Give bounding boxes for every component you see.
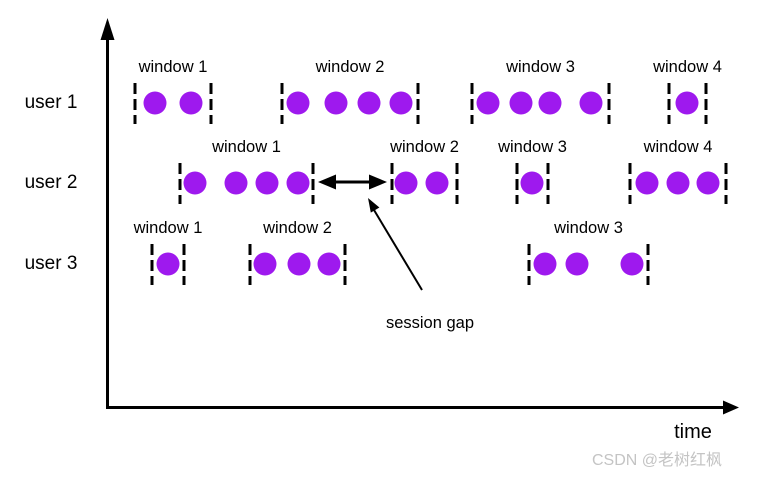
event-dot xyxy=(579,91,603,115)
event-dot xyxy=(666,171,690,195)
session-gap-label: session gap xyxy=(385,314,475,332)
window-label: window 4 xyxy=(653,58,722,76)
x-axis-label: time xyxy=(674,421,712,443)
event-dot xyxy=(286,91,310,115)
event-dot xyxy=(357,91,381,115)
event-dot xyxy=(389,91,413,115)
user-label: user 1 xyxy=(24,92,78,113)
event-dot xyxy=(183,171,207,195)
event-dot xyxy=(286,171,310,195)
event-dot xyxy=(224,171,248,195)
window-label: window 3 xyxy=(506,58,575,76)
event-dot xyxy=(143,91,167,115)
window-label: window 1 xyxy=(133,219,203,237)
event-dot xyxy=(394,171,418,195)
user-label: user 2 xyxy=(24,172,78,193)
y-axis-arrowhead-icon xyxy=(100,18,115,40)
x-axis-arrowhead-icon xyxy=(723,400,739,415)
event-dot xyxy=(253,252,277,276)
event-dot xyxy=(425,171,449,195)
watermark: CSDN @老树红枫 xyxy=(592,452,723,469)
event-dot xyxy=(287,252,311,276)
event-dot xyxy=(520,171,544,195)
event-dot xyxy=(696,171,720,195)
event-dot xyxy=(538,91,562,115)
event-dot xyxy=(476,91,500,115)
event-dot xyxy=(317,252,341,276)
event-dot xyxy=(156,252,180,276)
event-dot xyxy=(255,171,279,195)
event-dot xyxy=(675,91,699,115)
session-gap-pointer-line xyxy=(373,209,423,291)
window-label: window 4 xyxy=(643,138,713,156)
window-label: window 3 xyxy=(498,138,567,156)
user-label: user 3 xyxy=(24,253,78,274)
window-label: window 1 xyxy=(138,58,208,76)
event-dot xyxy=(324,91,348,115)
window-label: window 1 xyxy=(212,138,281,156)
session-gap-pointer-arrowhead-icon xyxy=(368,198,380,213)
window-label: window 2 xyxy=(263,219,332,237)
event-dot xyxy=(533,252,557,276)
event-dot xyxy=(179,91,203,115)
event-dot xyxy=(509,91,533,115)
window-label: window 2 xyxy=(315,58,385,76)
window-label: window 3 xyxy=(554,219,623,237)
event-dot xyxy=(565,252,589,276)
event-dot xyxy=(635,171,659,195)
window-label: window 2 xyxy=(390,138,459,156)
event-dot xyxy=(620,252,644,276)
arrowhead-right-icon xyxy=(369,174,387,190)
arrowhead-left-icon xyxy=(318,174,336,190)
